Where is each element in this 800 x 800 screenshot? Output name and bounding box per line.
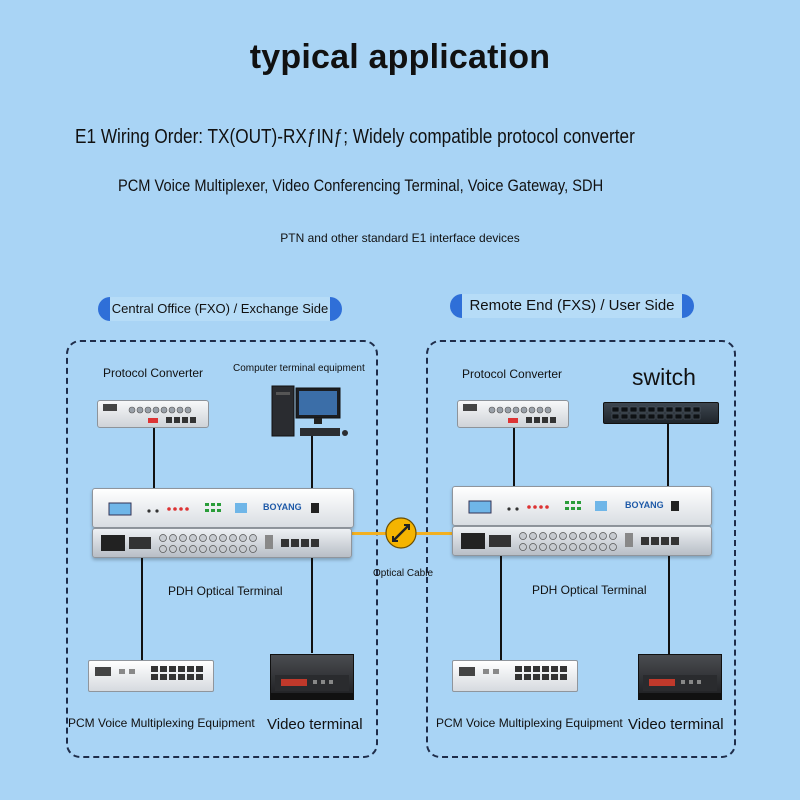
wire: [668, 556, 670, 654]
subtitle-devices-text: PCM Voice Multiplexer, Video Conferencin…: [117, 176, 604, 195]
pcm-voice-multiplexer-device: [88, 660, 214, 692]
video-terminal-panel: [639, 675, 721, 699]
wire: [667, 422, 669, 488]
right-group-frame: [426, 340, 736, 758]
optical-cable-label: Optical Cable: [373, 568, 434, 579]
left-section-pill: Central Office (FXO) / Exchange Side: [98, 297, 342, 321]
video-terminal-icon: [270, 654, 354, 700]
brand-logo: BOYANG: [625, 500, 664, 510]
pdh-rear-panel: [101, 534, 319, 553]
wire: [500, 556, 502, 662]
wire: [311, 436, 313, 490]
pdh-front-panel: [468, 500, 679, 514]
wire: [513, 424, 515, 488]
pdh-front-panel: [108, 502, 319, 516]
subtitle-wiring: E1 Wiring Order: TX(OUT)-RXƒINƒ; Widely …: [0, 126, 800, 149]
right-pcm-label: PCM Voice Multiplexing Equipment: [436, 716, 623, 730]
left-video-label: Video terminal: [267, 716, 363, 733]
pcm-voice-multiplexer-device: [452, 660, 578, 692]
pdh-rear-panel: [461, 532, 679, 551]
brand-logo: BOYANG: [263, 502, 302, 512]
pdh-optical-terminal-front: BOYANG: [92, 488, 354, 528]
left-computer-label: Computer terminal equipment: [233, 363, 365, 374]
protocol-converter-ports: [103, 404, 196, 423]
pcm-panel: [95, 666, 203, 680]
switch-ports: [611, 406, 701, 420]
fiber-connector-icon: [385, 517, 417, 549]
pill-cap-left: [450, 294, 462, 318]
right-pdh-label: PDH Optical Terminal: [532, 583, 647, 597]
pcm-panel: [459, 666, 567, 680]
left-section-title: Central Office (FXO) / Exchange Side: [111, 301, 329, 316]
right-video-label: Video terminal: [628, 716, 724, 733]
subtitle-standard: PTN and other standard E1 interface devi…: [280, 231, 520, 245]
left-pcm-label: PCM Voice Multiplexing Equipment: [68, 716, 255, 730]
right-switch-label: switch: [632, 364, 696, 390]
wire: [153, 424, 155, 490]
pill-cap-right: [330, 297, 342, 321]
protocol-converter-ports: [463, 404, 556, 423]
right-section-pill: Remote End (FXS) / User Side: [450, 294, 694, 318]
right-section-title: Remote End (FXS) / User Side: [469, 297, 675, 314]
pill-cap-left: [98, 297, 110, 321]
video-terminal-icon: [638, 654, 722, 700]
wire: [141, 557, 143, 661]
protocol-converter-device: [97, 400, 209, 428]
left-group-frame: [66, 340, 378, 758]
pill-cap-right: [682, 294, 694, 318]
left-pdh-label: PDH Optical Terminal: [168, 584, 283, 598]
subtitle-devices: PCM Voice Multiplexer, Video Conferencin…: [0, 176, 800, 196]
pdh-optical-terminal-rear: [452, 526, 712, 556]
pdh-optical-terminal-rear: [92, 528, 352, 558]
computer-icon: [271, 385, 348, 437]
wire: [311, 557, 313, 653]
switch-icon: [603, 402, 719, 424]
protocol-converter-device: [457, 400, 569, 428]
right-protocol-converter-label: Protocol Converter: [462, 367, 563, 381]
left-protocol-converter-label: Protocol Converter: [103, 366, 204, 380]
video-terminal-panel: [271, 675, 353, 699]
page-title: typical application: [249, 38, 551, 76]
subtitle-wiring-text: E1 Wiring Order: TX(OUT)-RXƒINƒ; Widely …: [74, 126, 635, 148]
pdh-optical-terminal-front: BOYANG: [452, 486, 712, 526]
